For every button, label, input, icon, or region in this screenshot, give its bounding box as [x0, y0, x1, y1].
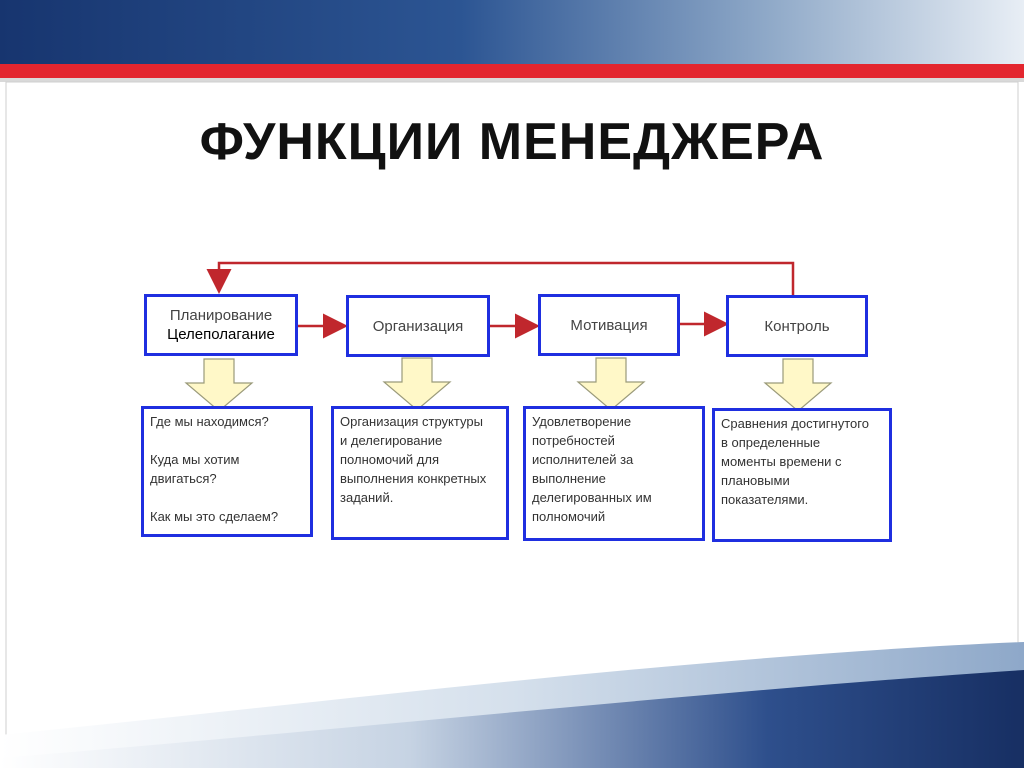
down-block-arrow: [184, 358, 254, 412]
function-label: Организация: [372, 317, 464, 335]
detail-line: двигаться?: [150, 471, 217, 486]
function-label: Контроль: [764, 317, 830, 335]
detail-line: заданий.: [340, 490, 394, 505]
detail-line: потребностей: [532, 433, 615, 448]
detail-line: Организация структуры: [340, 414, 483, 429]
detail-line: полномочий для: [340, 452, 439, 467]
detail-line: полномочий: [532, 509, 606, 524]
down-block-arrow: [576, 357, 646, 411]
detail-line: исполнителей за: [532, 452, 634, 467]
slide-title: ФУНКЦИИ МЕНЕДЖЕРА: [199, 113, 825, 171]
detail-line: и делегирование: [340, 433, 443, 448]
function-label: Мотивация: [570, 316, 648, 334]
detail-box-planning: Где мы находимся? Куда мы хотим двигатьс…: [141, 406, 313, 537]
detail-line: плановыми: [721, 473, 790, 488]
red-stripe: [0, 64, 1024, 78]
detail-line: Где мы находимся?: [150, 414, 269, 429]
feedback-loop-arrow: [206, 261, 795, 295]
detail-line: Сравнения достигнутого: [721, 416, 869, 431]
function-box-control: Контроль: [726, 295, 868, 357]
function-label: Планирование: [169, 307, 273, 324]
detail-line: моменты времени с: [721, 454, 842, 469]
down-block-arrow: [763, 358, 833, 412]
bottom-swoosh: [0, 670, 1024, 768]
detail-line: Как мы это сделаем?: [150, 509, 279, 524]
detail-line: показателями.: [721, 492, 809, 507]
detail-box-motivation: Удовлетворение потребностей исполнителей…: [523, 406, 705, 541]
down-block-arrow: [382, 357, 452, 411]
function-box-planning: Планирование Целеполагание: [144, 294, 298, 356]
detail-line: в определенные: [721, 435, 821, 450]
top-band: [0, 0, 1024, 64]
function-sublabel: Целеполагание: [167, 326, 275, 343]
function-box-organization: Организация: [346, 295, 490, 357]
function-box-motivation: Мотивация: [538, 294, 680, 356]
detail-line: выполнения конкретных: [340, 471, 487, 486]
detail-box-organization: Организация структуры и делегирование по…: [331, 406, 509, 540]
detail-line: Удовлетворение: [532, 414, 632, 429]
detail-box-control: Сравнения достигнутого в определенные мо…: [712, 408, 892, 542]
detail-line: выполнение: [532, 471, 606, 486]
detail-line: Куда мы хотим: [150, 452, 240, 467]
detail-line: делегированных им: [532, 490, 652, 505]
